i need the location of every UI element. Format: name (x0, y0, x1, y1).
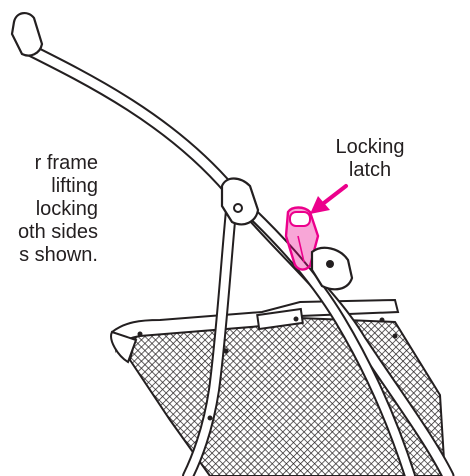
latch-housing (310, 246, 354, 291)
locking-latch (284, 206, 320, 271)
handle-grip (10, 12, 44, 57)
instruction-line-4: oth sides (17, 221, 98, 243)
callout-label-line-2: latch (348, 159, 392, 181)
instruction-line-2: lifting (51, 175, 98, 197)
instruction-line-3: locking (35, 198, 98, 220)
instruction-line-1: r frame (34, 152, 98, 174)
callout-label-line-1: Locking (335, 136, 405, 158)
hinge-joint (220, 177, 260, 226)
callout-arrow-icon (310, 184, 348, 214)
instruction-line-5: s shown. (19, 244, 98, 266)
